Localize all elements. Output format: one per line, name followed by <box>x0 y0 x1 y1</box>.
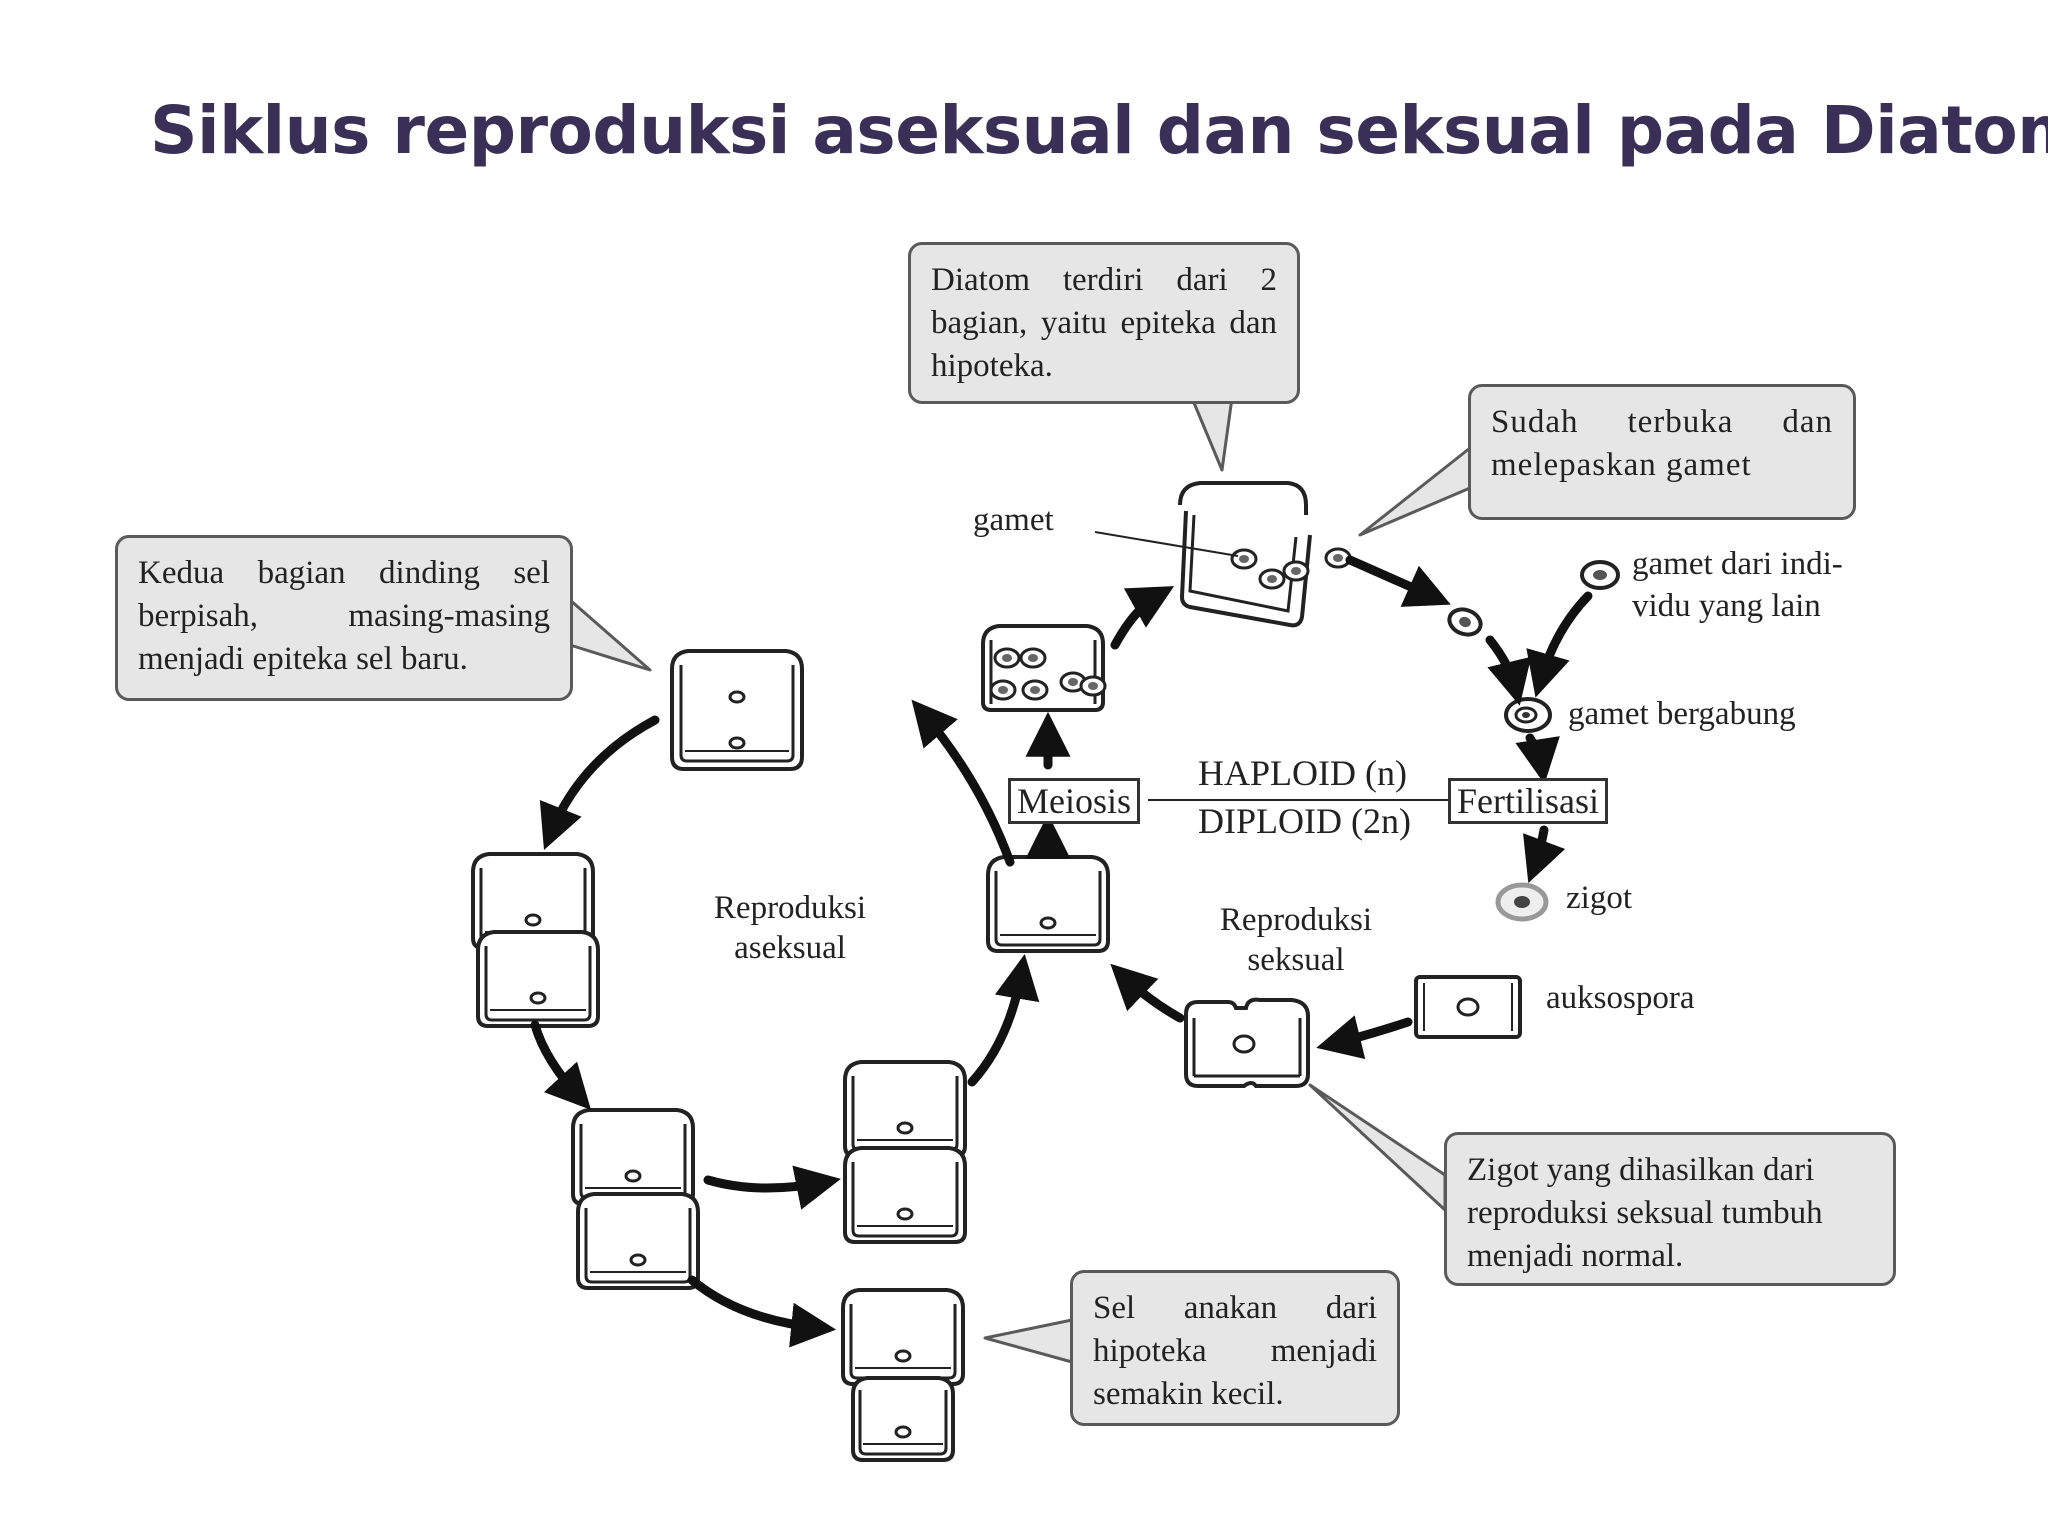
cycle-arrows <box>530 555 1593 1348</box>
arrow-auxospore-to-cell <box>1316 1015 1413 1060</box>
arrow-bl-to-bm <box>703 1165 841 1210</box>
arrow-bl-to-bottom <box>687 1275 837 1348</box>
label-gamet-join: gamet bergabung <box>1568 696 1796 732</box>
label-gamet: gamet <box>973 502 1054 538</box>
label-diploid: DIPLOID (2n) <box>1198 801 1411 841</box>
label-gamet-other-1: gamet dari indi- <box>1632 546 1843 582</box>
cell-bm-lower <box>843 1146 967 1244</box>
label-auksospora: auksospora <box>1546 980 1695 1016</box>
callout-daughter-smaller: Sel anakan dari hipoteka menjadi semakin… <box>1070 1270 1400 1426</box>
label-gamet-other-2: vidu yang lain <box>1632 588 1821 624</box>
arrow-other-to-joined <box>1526 591 1593 698</box>
label-sexual: Reproduksi seksual <box>1206 900 1386 980</box>
cell-top-left <box>670 649 804 771</box>
cell-left-lower <box>476 930 600 1028</box>
callout-zygote-normal: Zigot yang dihasilkan dari reproduksi se… <box>1444 1132 1896 1286</box>
box-fertilisasi: Fertilisasi <box>1448 778 1608 824</box>
arrow-free-to-joined <box>1485 635 1532 706</box>
callout-walls-separate: Kedua bagian dinding sel berpisah, masin… <box>115 535 573 701</box>
cell-right <box>986 855 1110 953</box>
cell-bottom-upper <box>841 1288 965 1386</box>
cell-bm-upper <box>843 1060 967 1158</box>
cell-bottom-lower <box>851 1376 955 1462</box>
label-zigot: zigot <box>1566 880 1632 916</box>
label-asexual: Reproduksi aseksual <box>700 888 880 968</box>
cell-zygote-growing <box>1184 997 1310 1088</box>
label-sexual-line2: seksual <box>1247 942 1345 978</box>
zygote <box>1495 882 1549 922</box>
arrow-open-to-free <box>1345 555 1451 607</box>
slide-title: Siklus reproduksi aseksual dan seksual p… <box>150 92 2048 169</box>
gamete-other <box>1580 560 1620 590</box>
box-meiosis: Meiosis <box>1008 778 1141 824</box>
arrow-right-to-topleft <box>911 699 1015 867</box>
gamet-pointer-line <box>1094 531 1239 557</box>
cell-gametes <box>981 624 1107 712</box>
label-haploid: HAPLOID (n) <box>1198 753 1407 793</box>
gamete-joined <box>1504 697 1552 733</box>
callout-diatom-parts: Diatom terdiri dari 2 bagian, yaitu epit… <box>908 242 1300 404</box>
label-asexual-line2: aseksual <box>734 930 846 966</box>
cell-open <box>1178 481 1352 628</box>
cell-bl-upper <box>571 1108 695 1206</box>
arrow-joined-to-fertilisasi <box>1515 733 1560 785</box>
label-asexual-line1: Reproduksi <box>713 890 867 926</box>
arrow-cell-to-right <box>1110 963 1185 1023</box>
label-sexual-line1: Reproduksi <box>1219 902 1373 938</box>
cell-bl-lower <box>576 1192 700 1290</box>
arrow-topleft-to-left <box>539 715 660 851</box>
arrow-left-to-bl <box>530 1020 591 1110</box>
gamete-free <box>1447 607 1483 637</box>
arrow-gametes-to-open <box>1110 586 1175 650</box>
arrow-bm-to-right <box>967 954 1040 1087</box>
callout-open-release: Sudah terbuka dan melepaskan gamet <box>1468 384 1856 520</box>
auxospore-cell <box>1414 975 1522 1039</box>
arrow-fertilisasi-to-zygote <box>1523 825 1566 884</box>
